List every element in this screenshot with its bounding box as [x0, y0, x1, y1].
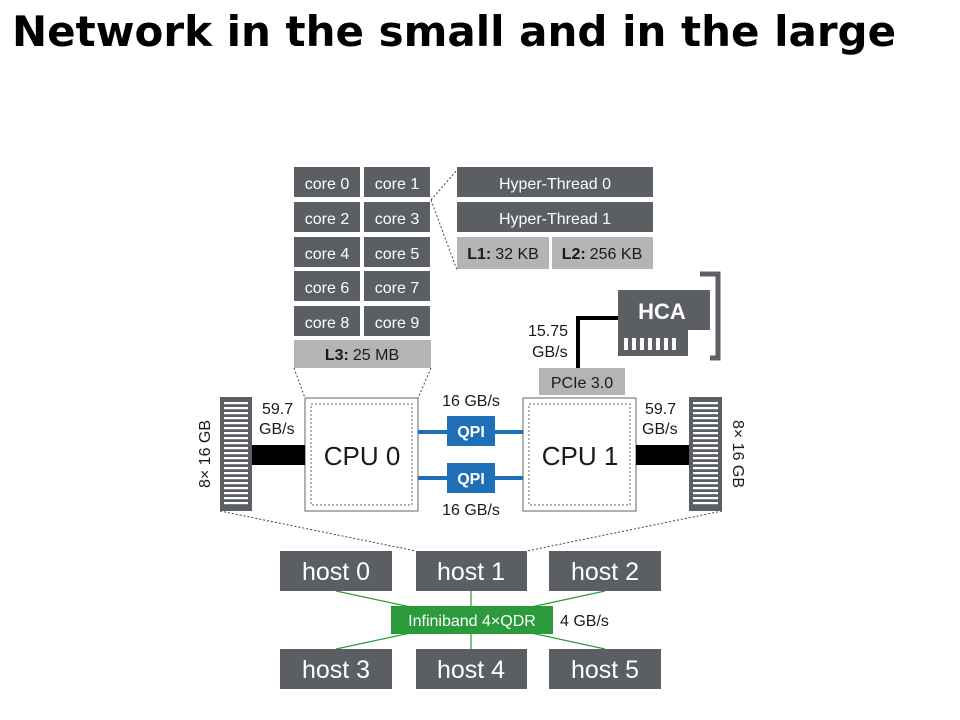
l1-key: L1:: [467, 246, 491, 263]
svg-text:L3:25 MB: L3:25 MB: [325, 347, 399, 364]
node-to-host-guide: [526, 510, 723, 552]
cpu-label: CPU 0: [324, 441, 401, 471]
l2-value: 256 KB: [590, 246, 642, 263]
svg-text:L2:256 KB: L2:256 KB: [562, 246, 642, 263]
host-label: host 3: [302, 656, 370, 684]
core-label: core 0: [305, 176, 350, 193]
memory-bank-right: [689, 397, 722, 511]
qpi-bandwidth: 16 GB/s: [442, 502, 500, 519]
core-detail: Hyper-Thread 0 Hyper-Thread 1 L1:32 KB L…: [457, 167, 653, 269]
hca-card: HCA: [618, 271, 721, 361]
qpi-label: QPI: [457, 471, 485, 488]
l2-key: L2:: [562, 246, 586, 263]
memory-bandwidth-unit: GB/s: [259, 421, 295, 438]
pcie-bandwidth-unit: GB/s: [532, 344, 568, 361]
node-to-host-guide: [219, 510, 417, 552]
pcie-link: [576, 316, 618, 368]
core-zoom-guide: [430, 169, 458, 201]
cpu-label: CPU 1: [542, 441, 619, 471]
pcie-bandwidth-value: 15.75: [528, 323, 568, 340]
host-label: host 4: [437, 656, 505, 684]
memory-bandwidth-value: 59.7: [645, 401, 676, 418]
memory-bandwidth-value: 59.7: [262, 401, 293, 418]
host-label: host 1: [437, 558, 505, 586]
core-label: core 9: [375, 315, 420, 332]
l3-value: 25 MB: [353, 347, 399, 364]
qpi-bandwidth: 16 GB/s: [442, 393, 500, 410]
infiniband-switch: [391, 606, 553, 634]
core-label: core 2: [305, 211, 350, 228]
hyper-thread-label: Hyper-Thread 1: [499, 211, 611, 228]
infiniband-label: Infiniband 4×QDR: [408, 613, 536, 630]
core-label: core 1: [375, 176, 420, 193]
core-label: core 6: [305, 280, 350, 297]
memory-capacity: 8× 16 GB: [197, 420, 214, 488]
memory-bandwidth-unit: GB/s: [642, 421, 678, 438]
memory-bank-left: [220, 397, 252, 511]
l3-to-cpu-guide: [417, 367, 432, 399]
l3-to-cpu-guide: [293, 367, 306, 399]
core-grid: core 0 core 1 core 2 core 3 core 4 core …: [294, 167, 430, 336]
memory-capacity: 8× 16 GB: [729, 420, 746, 488]
infiniband-bandwidth: 4 GB/s: [560, 613, 609, 630]
core-label: core 8: [305, 315, 350, 332]
host-label: host 5: [571, 656, 639, 684]
core-label: core 3: [375, 211, 420, 228]
host-label: host 2: [571, 558, 639, 586]
cpu-0: CPU 0: [304, 397, 419, 512]
host-label: host 0: [302, 558, 370, 586]
memory-link: [636, 445, 689, 465]
l1-value: 32 KB: [495, 246, 539, 263]
slide-title: Network in the small and in the large: [12, 7, 897, 56]
svg-text:L1:32 KB: L1:32 KB: [467, 246, 539, 263]
l3-key: L3:: [325, 347, 349, 364]
l3-cache: L3:25 MB: [294, 340, 431, 368]
core-label: core 4: [305, 246, 350, 263]
hyper-thread-label: Hyper-Thread 0: [499, 176, 611, 193]
memory-link: [252, 445, 305, 465]
hca-label: HCA: [638, 299, 686, 324]
cpu-1: CPU 1: [522, 397, 637, 512]
core-zoom-guide: [430, 199, 458, 271]
core-label: core 5: [375, 246, 420, 263]
qpi-label: QPI: [457, 424, 485, 441]
host-cluster: host 0 host 1 host 2 host 3 host 4 host …: [280, 551, 661, 689]
core-label: core 7: [375, 280, 420, 297]
pcie-label: PCIe 3.0: [551, 375, 613, 392]
hca-bracket: [700, 271, 721, 361]
hca-pins: [624, 338, 676, 350]
